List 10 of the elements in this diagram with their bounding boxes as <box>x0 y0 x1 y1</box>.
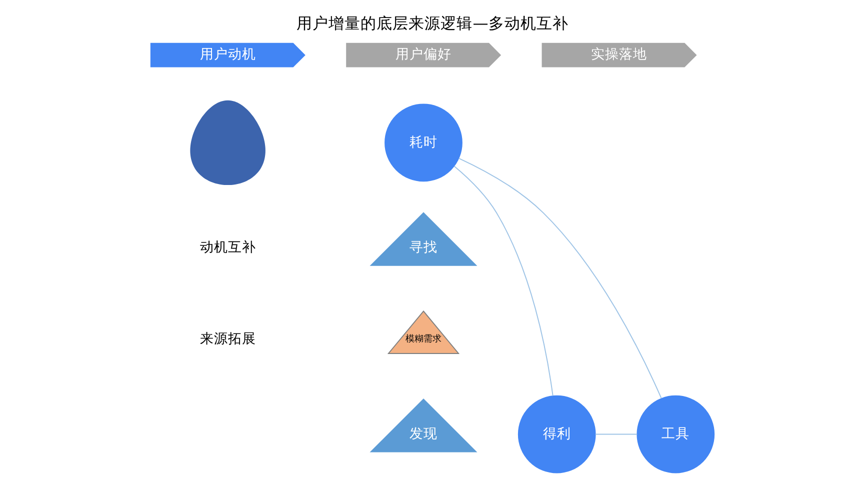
node-person <box>190 100 265 186</box>
label: 来源拓展 <box>199 330 256 347</box>
connector <box>453 166 553 396</box>
connector <box>458 158 662 399</box>
label: 动机互补 <box>199 239 256 254</box>
connector <box>594 434 638 435</box>
diagram-title: 用户增量的底层来源逻辑—多动机互补 <box>296 14 568 33</box>
node-circle: 得利 <box>517 395 596 474</box>
node-circle: 工具 <box>636 395 714 474</box>
node-circle: 耗时 <box>384 104 462 182</box>
